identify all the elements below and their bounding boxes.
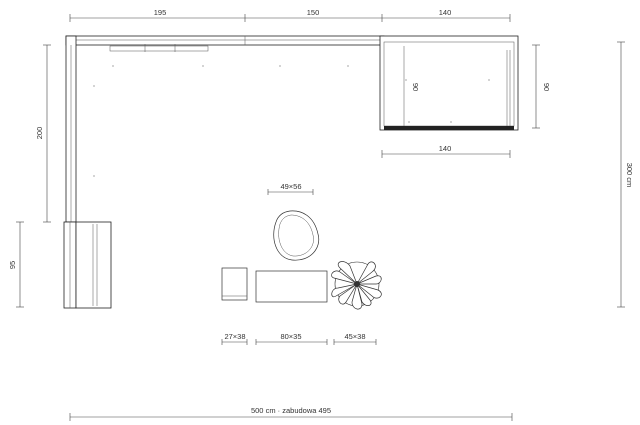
dim-wall-height-left: 200 — [35, 127, 44, 140]
dim-plant: 45×38 — [344, 332, 365, 341]
side-table — [221, 267, 248, 301]
plant-dimension-line — [333, 339, 377, 345]
dim-coffee-table: 80×35 — [280, 332, 301, 341]
coffee-table — [255, 270, 328, 303]
dim-cabinet-depth-left: 90 — [411, 83, 420, 91]
dim-top-mid: 150 — [307, 8, 320, 17]
dim-top-left: 195 — [154, 8, 167, 17]
dim-pouf: 49×56 — [280, 182, 301, 191]
dim-cabinet-depth-right: 90 — [542, 83, 551, 91]
left-dimension-lines — [16, 44, 51, 308]
pouf-inner — [278, 214, 314, 257]
coffee-table-dimension-line — [255, 339, 328, 345]
pouf — [273, 210, 320, 261]
built-in-walls — [63, 35, 385, 309]
cabinet-bottom-dimension-line — [381, 150, 511, 158]
side-table-dimension-line — [221, 339, 248, 345]
dim-cabinet-bottom: 140 — [439, 144, 452, 153]
bottom-dimension-line — [69, 413, 513, 421]
plant — [331, 261, 382, 310]
right-dimension-lines — [532, 41, 625, 308]
dim-bottom-total: 500 cm · zabudowa 495 — [251, 406, 331, 415]
top-dimension-line — [69, 14, 511, 22]
dim-lower-left: 95 — [8, 261, 17, 269]
pouf-dimension-line — [267, 189, 314, 195]
right-cabinet-block — [379, 35, 519, 131]
dim-side-table: 27×38 — [224, 332, 245, 341]
dim-top-right: 140 — [439, 8, 452, 17]
dim-right-total: 300 cm — [625, 163, 634, 188]
